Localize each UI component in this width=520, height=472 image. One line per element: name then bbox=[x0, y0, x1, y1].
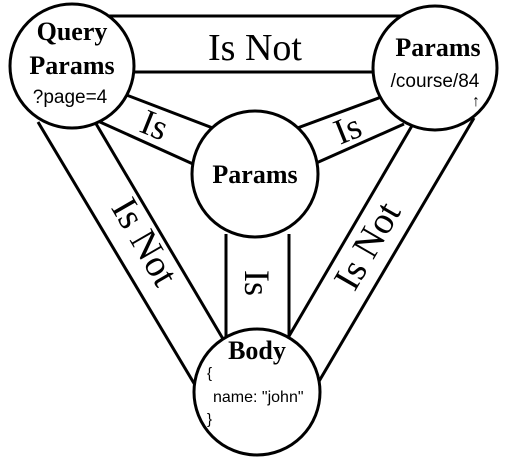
query-example: ?page=4 bbox=[33, 87, 108, 108]
body-close-brace: } bbox=[207, 411, 212, 428]
band-ur-upper-line bbox=[291, 94, 385, 132]
query-params-circle bbox=[8, 2, 136, 130]
params-url-path: /course/84 bbox=[391, 71, 480, 92]
body-open-brace: { bbox=[207, 365, 212, 382]
body-circle bbox=[192, 327, 322, 457]
band-ur-lower-line bbox=[313, 122, 405, 166]
body-title: Body bbox=[228, 336, 286, 365]
query-title-line2: Params bbox=[29, 51, 114, 80]
edge-label-query-body: Is Not bbox=[103, 191, 187, 294]
band-ul-upper-line bbox=[115, 89, 219, 132]
band-ul-lower-line bbox=[99, 120, 194, 166]
query-title-line1: Query bbox=[37, 17, 108, 46]
edge-label-params-url-body: Is Not bbox=[326, 194, 410, 297]
edge-label-query-params-url: Is Not bbox=[208, 27, 302, 69]
params-url-title: Params bbox=[395, 33, 480, 62]
band-left-outer-line bbox=[36, 121, 197, 386]
band-right-outer-line bbox=[316, 117, 476, 384]
params-url-circle bbox=[371, 4, 499, 132]
band-left-inner-line bbox=[93, 121, 228, 345]
params-center-circle bbox=[190, 109, 320, 239]
bands bbox=[36, 14, 476, 386]
up-arrow-icon: ↑ bbox=[472, 93, 480, 110]
band-right-inner-line bbox=[283, 123, 415, 344]
edge-label-center-body: Is bbox=[237, 270, 277, 296]
edge-label-params-url-center: Is bbox=[328, 105, 367, 152]
body-field: name: "john" bbox=[213, 389, 304, 406]
params-center-title: Params bbox=[212, 160, 297, 189]
